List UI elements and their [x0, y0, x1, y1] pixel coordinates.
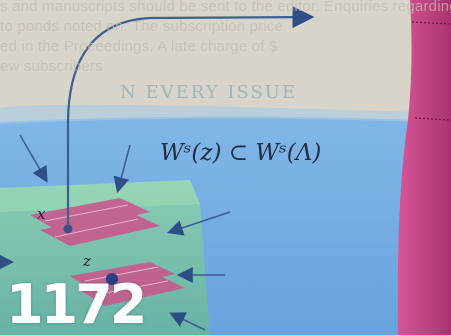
magenta-shape	[397, 0, 451, 335]
manifold-sheet-stripes	[44, 204, 169, 296]
point-x-label: x	[37, 205, 46, 223]
blue-top-face	[0, 104, 420, 124]
unstable-curve	[66, 6, 315, 228]
background-text-line: s and manuscripts should be sent to the …	[0, 0, 451, 15]
formula-label: Wˢ(z) ⊂ Wˢ(Λ)	[160, 140, 322, 166]
point-x	[63, 224, 73, 234]
point-z-label: z	[83, 252, 91, 270]
background-text-line: ew subscribers	[0, 58, 103, 75]
point-z	[106, 273, 118, 285]
background-text-line: ed in the Proceedings. A late charge of …	[0, 38, 278, 55]
magenta-dotted-edge	[411, 21, 451, 25]
issue-number: 1172	[6, 273, 147, 336]
background-heading: N EVERY ISSUE	[120, 82, 298, 103]
background-text-line: to ponds noted on. The subscription pric…	[0, 18, 284, 35]
green-box-top	[0, 180, 200, 212]
flow-arrows	[19, 134, 231, 331]
